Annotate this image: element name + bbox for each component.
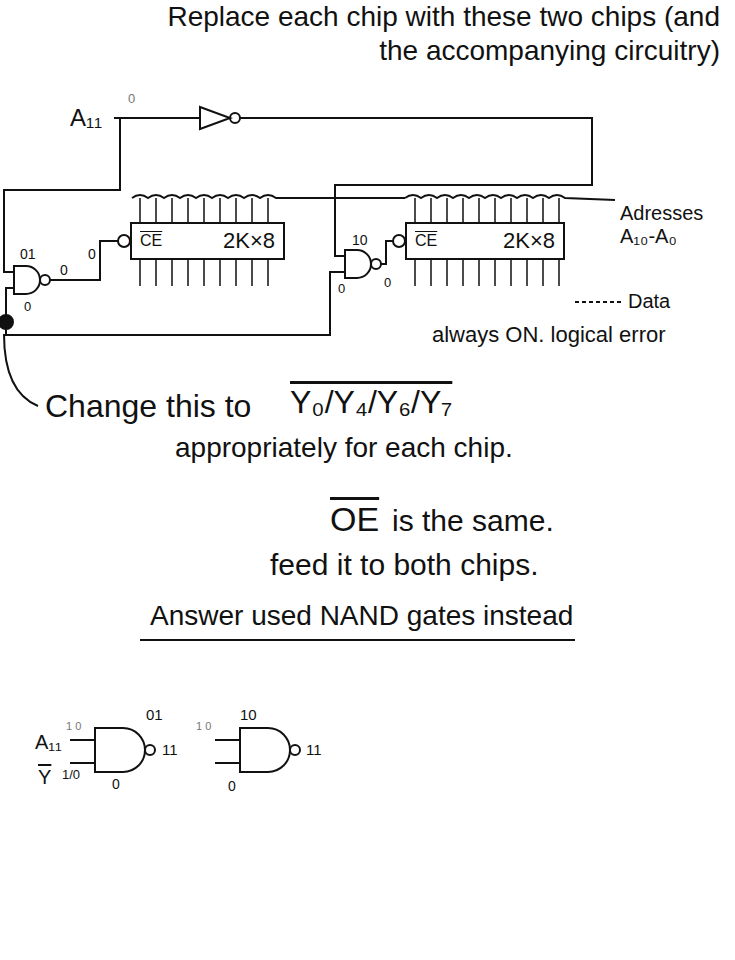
gate-bubble bbox=[371, 259, 381, 269]
chip-enable-pin: CE bbox=[415, 232, 437, 250]
note: appropriately for each chip. bbox=[175, 432, 513, 464]
ce-bubble bbox=[118, 235, 130, 247]
address-bus bbox=[132, 195, 405, 198]
bit-value: 0 bbox=[60, 262, 68, 278]
note: Change this to bbox=[45, 388, 251, 425]
gate-inputs bbox=[70, 740, 95, 763]
a11-wire bbox=[114, 117, 200, 119]
nand-bubble bbox=[145, 745, 155, 755]
signal-name: A₁₁ bbox=[70, 104, 102, 132]
bit-value: 1/0 bbox=[62, 768, 80, 783]
gate-inputs bbox=[215, 740, 240, 763]
and-gate-symbol bbox=[345, 250, 371, 278]
chip-label: 2K×8 bbox=[503, 228, 555, 254]
inverter-symbol bbox=[200, 107, 230, 129]
ce-wire bbox=[381, 241, 393, 264]
bit-value: 01 bbox=[20, 246, 36, 262]
bit-value: 0 bbox=[112, 776, 120, 792]
signal-name: OE bbox=[330, 500, 379, 539]
nand-bubble bbox=[290, 745, 300, 755]
nand-gate-symbol bbox=[95, 728, 145, 772]
bit-value: 0 bbox=[228, 778, 236, 794]
signal-name: Y bbox=[38, 766, 51, 789]
memory-chip: CE 2K×8 bbox=[130, 222, 285, 260]
bit-value: 0 bbox=[338, 282, 345, 297]
a11-branch-wire bbox=[4, 118, 120, 272]
signal-name: A₁₁ bbox=[35, 731, 62, 754]
bit-value: 0 bbox=[128, 92, 135, 107]
bus-label: Adresses A₁₀-A₀ bbox=[620, 202, 730, 248]
bit-value: 11 bbox=[162, 741, 178, 758]
chip-label: 2K×8 bbox=[223, 228, 275, 254]
underline bbox=[140, 639, 575, 641]
memory-chip: CE 2K×8 bbox=[405, 222, 565, 260]
bus-label: Data bbox=[628, 290, 670, 313]
note: always ON. logical error bbox=[432, 322, 666, 347]
bit-value: 01 bbox=[146, 706, 163, 723]
signal-name: Y₀/Y₄/Y₆/Y₇ bbox=[290, 384, 452, 421]
inverted-a11-wire bbox=[240, 118, 592, 256]
bit-value: 0 bbox=[24, 300, 31, 315]
bit-value: 1 0 bbox=[66, 720, 81, 733]
page-title: Replace each chip with these two chips (… bbox=[150, 0, 720, 68]
and-gate-symbol bbox=[14, 266, 40, 294]
select-wire bbox=[6, 272, 345, 335]
data-leader bbox=[575, 301, 622, 303]
bit-value: 0 bbox=[88, 246, 96, 262]
ce-wire bbox=[50, 241, 118, 280]
chip-enable-pin: CE bbox=[140, 232, 162, 250]
bit-value: 10 bbox=[352, 232, 368, 248]
address-bus bbox=[405, 195, 615, 200]
leader-line bbox=[4, 334, 38, 406]
gate-bubble bbox=[40, 275, 50, 285]
note: Answer used NAND gates instead bbox=[150, 600, 573, 632]
inverter-bubble bbox=[230, 113, 240, 123]
junction-dot bbox=[0, 315, 13, 329]
bit-value: 11 bbox=[306, 741, 322, 758]
bit-value: 0 bbox=[384, 276, 391, 291]
ce-bubble bbox=[393, 235, 405, 247]
bit-value: 1 0 bbox=[196, 720, 211, 733]
note: is the same. bbox=[392, 504, 554, 539]
nand-gate-symbol bbox=[240, 728, 290, 772]
bit-value: 10 bbox=[240, 706, 257, 723]
note: feed it to both chips. bbox=[270, 548, 539, 583]
